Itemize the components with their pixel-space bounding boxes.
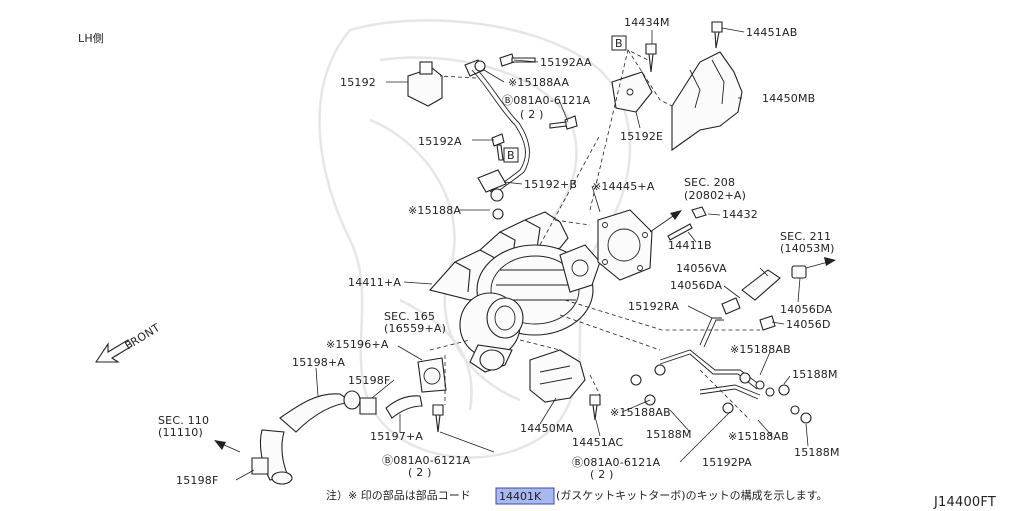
label-081a0-upper-qty: ( 2 )	[520, 108, 544, 121]
label-sec208-sub: (20802+A)	[684, 189, 746, 202]
part-labels: 14434M 14451AB 15192AA ※15188AA 15192 Ⓑ0…	[158, 16, 840, 487]
view-label: LH側	[78, 32, 104, 45]
label-14445a: ※14445+A	[592, 180, 655, 193]
label-15192a: 15192A	[418, 135, 462, 148]
bolts	[432, 21, 723, 433]
label-15188ab-mid: ※15188AB	[610, 406, 671, 419]
label-15192aa: 15192AA	[540, 56, 592, 69]
label-sec165: SEC. 165	[384, 310, 435, 323]
view-marker-lower: B	[503, 147, 519, 163]
footnote: 注）※ 印の部品は部品コード 14401K (ガスケットキットターボ)のキットの…	[326, 487, 827, 505]
label-14056da-left: 14056DA	[670, 279, 722, 292]
label-14056va: 14056VA	[676, 262, 727, 275]
label-14411b: 14411B	[668, 239, 712, 252]
label-sec110: SEC. 110	[158, 414, 209, 427]
label-15197a: 15197+A	[370, 430, 423, 443]
label-15188ab-top: ※15188AB	[730, 343, 791, 356]
label-14450ma: 14450MA	[520, 422, 574, 435]
dashed-leaders	[429, 49, 760, 421]
label-14056d: 14056D	[786, 318, 831, 331]
label-15192ra: 15192RA	[628, 300, 679, 313]
label-081a0-lower-left: Ⓑ081A0-6121A	[382, 454, 471, 467]
heat-insulator-upper	[671, 51, 743, 152]
label-15188ab-right: ※15188AB	[728, 430, 789, 443]
bracket-15192e	[611, 71, 653, 113]
part-code-highlight	[495, 487, 555, 505]
label-sec211-sub: (14053M)	[780, 242, 835, 255]
inlet-hose	[251, 357, 447, 485]
label-15192b: 15192+B	[524, 178, 577, 191]
direction-arrows	[94, 210, 836, 453]
footnote-code: 14401K	[499, 490, 542, 503]
label-15192: 15192	[340, 76, 376, 89]
label-14451ac: 14451AC	[572, 436, 624, 449]
label-15188m-mid: 15188M	[646, 428, 692, 441]
label-sec211: SEC. 211	[780, 230, 831, 243]
view-marker-upper: B	[611, 35, 627, 51]
label-14056da-right: 14056DA	[780, 303, 832, 316]
label-14450mb: 14450MB	[762, 92, 815, 105]
view-marker-lower-text: B	[507, 149, 515, 162]
label-15192pa: 15192PA	[702, 456, 752, 469]
footnote-prefix: 注）※ 印の部品は部品コード	[326, 488, 471, 502]
label-15198f-lower: 15198F	[176, 474, 219, 487]
label-14411a: 14411+A	[348, 276, 401, 289]
view-marker-upper-text: B	[615, 37, 623, 50]
label-15188a: ※15188A	[408, 204, 461, 217]
label-081a0-lower-left-qty: ( 2 )	[408, 466, 432, 479]
label-15198f-upper: 15198F	[348, 374, 391, 387]
label-14432: 14432	[722, 208, 758, 221]
label-15196a: ※15196+A	[326, 338, 389, 351]
label-081a0-upper: Ⓑ081A0-6121A	[502, 94, 591, 107]
label-081a0-lower-right: Ⓑ081A0-6121A	[572, 456, 661, 469]
gasket-14445a	[597, 209, 653, 281]
label-081a0-lower-right-qty: ( 2 )	[590, 468, 614, 481]
front-label: FRONT	[123, 321, 163, 353]
diagram-code: J14400FT	[933, 495, 996, 510]
label-15198a: 15198+A	[292, 356, 345, 369]
label-15192e: 15192E	[620, 130, 663, 143]
label-sec110-sub: (11110)	[158, 426, 203, 439]
oil-feed-tube	[407, 59, 530, 220]
label-15188m-top: 15188M	[792, 368, 838, 381]
label-14434m: 14434M	[624, 16, 670, 29]
label-14451ab: 14451AB	[746, 26, 797, 39]
turbocharger	[428, 211, 601, 373]
stud-and-nut	[667, 206, 707, 241]
label-15188aa: ※15188AA	[508, 76, 569, 89]
footnote-suffix: (ガスケットキットターボ)のキットの構成を示します。	[556, 489, 827, 502]
heat-insulator-lower	[529, 349, 586, 403]
label-15188m-bottom: 15188M	[794, 446, 840, 459]
label-sec208: SEC. 208	[684, 176, 735, 189]
label-leader-lines	[235, 27, 809, 481]
label-sec165-sub: (16559+A)	[384, 322, 446, 335]
water-tubes	[630, 265, 812, 424]
